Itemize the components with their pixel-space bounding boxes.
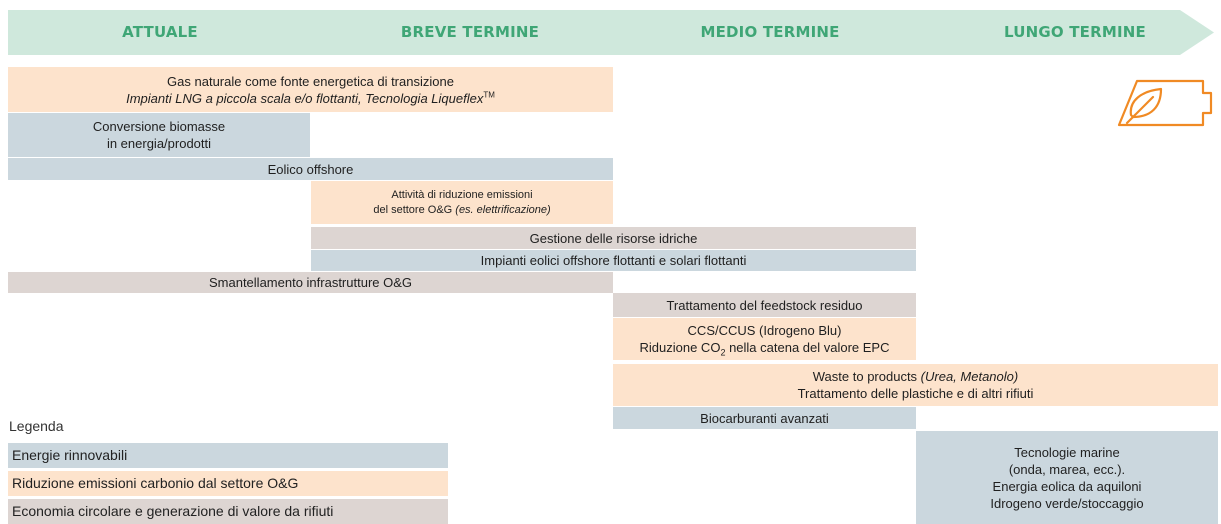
legend-item-renewables: Energie rinnovabili [8, 443, 448, 468]
bar-marine-line4: Idrogeno verde/stoccaggio [990, 495, 1144, 511]
timeline-arrow [8, 10, 1214, 55]
bar-biomasse-line2: in energia/prodotti [106, 136, 212, 151]
bar-gas-line1: Gas naturale come fonte energetica di tr… [167, 73, 454, 89]
bar-ccs-line2b: nella catena del valore EPC [725, 340, 890, 355]
bar-biomasse-line1: Conversione biomasse [92, 119, 226, 134]
bar-biocarburanti: Biocarburanti avanzati [613, 407, 916, 429]
bar-ccs-ccus: CCS/CCUS (Idrogeno Blu) Riduzione CO2 ne… [613, 318, 916, 360]
bar-impianti-flottanti-line1: Impianti eolici offshore flottanti e sol… [480, 253, 747, 268]
bar-riduzione-line2b: (es. elettrificazione) [455, 203, 551, 216]
co2-subscript: 2 [720, 347, 726, 358]
bar-riduzione-line2a: del settore O&G [373, 203, 456, 216]
bar-risorse-idriche-line1: Gestione delle risorse idriche [529, 230, 698, 246]
bar-feedstock: Trattamento del feedstock residuo [613, 293, 916, 317]
bar-waste-line1b: (Urea, Metanolo) [920, 369, 1019, 384]
bar-ccs-line1: CCS/CCUS (Idrogeno Blu) [687, 323, 842, 338]
bar-waste-line1a: Waste to products [812, 369, 921, 384]
phase-medio-termine: MEDIO TERMINE [700, 23, 840, 41]
bar-gas-naturale: Gas naturale come fonte energetica di tr… [8, 67, 613, 112]
phase-attuale: ATTUALE [122, 23, 198, 41]
bar-smantellamento-line1: Smantellamento infrastrutture O&G [208, 275, 413, 290]
legend-item-circular: Economia circolare e generazione di valo… [8, 499, 448, 524]
phase-lungo-termine: LUNGO TERMINE [1004, 23, 1146, 41]
legend-item-emissions: Riduzione emissioni carbonio dal settore… [8, 471, 448, 496]
bar-eolico-offshore-line1: Eolico offshore [267, 161, 354, 177]
bar-gas-line2: Impianti LNG a piccola scala e/o flottan… [126, 90, 484, 106]
bar-riduzione-emissioni: Attività di riduzione emissioni del sett… [311, 181, 613, 224]
bar-marine-line3: Energia eolica da aquiloni [992, 478, 1142, 494]
bar-smantellamento: Smantellamento infrastrutture O&G [8, 272, 613, 293]
phase-breve-termine: BREVE TERMINE [400, 23, 540, 41]
bar-biomasse: Conversione biomasse in energia/prodotti [8, 113, 310, 157]
legend-title: Legenda [9, 418, 64, 434]
bar-marine-line2: (onda, marea, ecc.). [1008, 461, 1126, 477]
bar-marine-line1: Tecnologie marine [1014, 444, 1120, 460]
bar-ccs-line2a: Riduzione CO [639, 340, 721, 355]
bar-riduzione-line1: Attività di riduzione emissioni [391, 188, 533, 201]
bar-waste-to-products: Waste to products (Urea, Metanolo) Tratt… [613, 364, 1218, 406]
bar-tecnologie-marine: Tecnologie marine (onda, marea, ecc.). E… [916, 431, 1218, 524]
bar-eolico-offshore: Eolico offshore [8, 158, 613, 180]
leaf-battery-icon [1117, 79, 1221, 127]
bar-biocarburanti-line1: Biocarburanti avanzati [700, 410, 829, 426]
bar-impianti-flottanti: Impianti eolici offshore flottanti e sol… [311, 250, 916, 271]
bar-waste-line2: Trattamento delle plastiche e di altri r… [797, 386, 1034, 401]
trademark: TM [483, 90, 495, 100]
bar-risorse-idriche: Gestione delle risorse idriche [311, 227, 916, 249]
bar-feedstock-line1: Trattamento del feedstock residuo [666, 297, 863, 313]
